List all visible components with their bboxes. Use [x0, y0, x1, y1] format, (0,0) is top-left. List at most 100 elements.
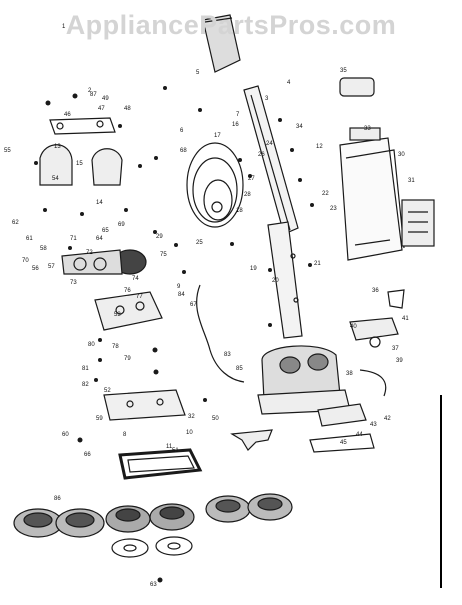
callout: 72 [86, 250, 93, 256]
callout: 22 [322, 191, 329, 197]
callout: 67 [190, 302, 197, 308]
callout: 26 [258, 152, 265, 158]
callout: 1 [62, 24, 66, 30]
callout: 11 [166, 444, 173, 450]
callout: 7 [236, 112, 240, 118]
callout: 54 [52, 176, 59, 182]
bag-label-plate [401, 199, 435, 247]
front-bumper [309, 403, 375, 453]
power-cord-coil [186, 142, 245, 383]
motor-assembly [61, 249, 147, 275]
callout: 39 [396, 358, 403, 364]
callout: 9 [177, 284, 181, 290]
callout: 63 [150, 582, 157, 588]
callout: 38 [346, 371, 353, 377]
callout: 58 [40, 246, 47, 252]
callout: 2 [88, 88, 92, 94]
callout: 48 [124, 106, 131, 112]
callout: 78 [112, 344, 119, 350]
callout: 25 [196, 240, 203, 246]
callout: 70 [22, 258, 29, 264]
callout: 24 [266, 141, 273, 147]
callout: 61 [26, 236, 33, 242]
callout: 51 [172, 448, 179, 454]
base-plate [103, 389, 186, 421]
callout: 37 [392, 346, 399, 352]
callout: 12 [316, 144, 323, 150]
callout: 55 [4, 148, 11, 154]
callout: 60 [62, 432, 69, 438]
callout: 87 [90, 92, 97, 98]
handle-tool [230, 429, 273, 451]
callout: 19 [250, 266, 257, 272]
callout: 31 [408, 178, 415, 184]
callout: 85 [236, 366, 243, 372]
callout: 21 [314, 261, 321, 267]
callout: 73 [70, 280, 77, 286]
callout: 45 [340, 440, 347, 446]
callout: 36 [372, 288, 379, 294]
callout: 66 [84, 452, 91, 458]
callout: 41 [402, 316, 409, 322]
callout: 30 [398, 152, 405, 158]
callout: 33 [364, 126, 371, 132]
callout: 40 [350, 324, 357, 330]
machine-head [257, 345, 351, 415]
callout: 86 [54, 496, 61, 502]
callout: 13 [54, 144, 61, 150]
callout: 4 [287, 80, 291, 86]
callout: 46 [64, 112, 71, 118]
callout: 77 [136, 294, 143, 300]
callout: 83 [224, 352, 231, 358]
callout: 10 [186, 430, 193, 436]
callout: 35 [340, 68, 347, 74]
callout: 79 [124, 356, 131, 362]
callout: 34 [296, 124, 303, 130]
bumper-ring [118, 448, 203, 480]
callout: 29 [156, 234, 163, 240]
callout: 82 [82, 382, 89, 388]
callout: 69 [118, 222, 125, 228]
callout: 28 [244, 192, 251, 198]
wire-hook [359, 369, 387, 397]
motor-housing [94, 291, 163, 331]
callout: 20 [272, 278, 279, 284]
callout: 27 [248, 176, 255, 182]
callout: 53 [114, 312, 121, 318]
callout: 62 [12, 220, 19, 226]
callout: 64 [96, 236, 103, 242]
callout: 49 [102, 96, 109, 102]
callout: 44 [356, 432, 363, 438]
callout: 8 [123, 432, 127, 438]
handle-grip [202, 14, 241, 73]
callout: 71 [70, 236, 77, 242]
brush-cover-left [39, 144, 73, 186]
callout: 75 [160, 252, 167, 258]
callout: 18 [236, 208, 243, 214]
handle-bracket-right [349, 317, 399, 348]
callout: 43 [370, 422, 377, 428]
bracket-top [49, 117, 116, 135]
axle-clip [387, 289, 405, 309]
callout: 47 [98, 106, 105, 112]
callout: 50 [212, 416, 219, 422]
callout-labels: 1 2 3 4 5 6 7 8 9 10 11 12 13 14 15 16 1… [4, 24, 415, 588]
callout: 42 [384, 416, 391, 422]
callout: 52 [104, 388, 111, 394]
callout: 65 [102, 228, 109, 234]
callout: 68 [180, 148, 187, 154]
callout: 14 [96, 200, 103, 206]
callout: 17 [214, 133, 221, 139]
floor-pads [13, 493, 293, 558]
callout: 5 [196, 70, 200, 76]
upper-handle-tube [243, 85, 299, 235]
callout: 6 [180, 128, 184, 134]
callout: 56 [32, 266, 39, 272]
callout: 84 [178, 292, 185, 298]
callout: 81 [82, 366, 89, 372]
callout: 80 [88, 342, 95, 348]
callout: 76 [124, 288, 131, 294]
callout: 23 [330, 206, 337, 212]
